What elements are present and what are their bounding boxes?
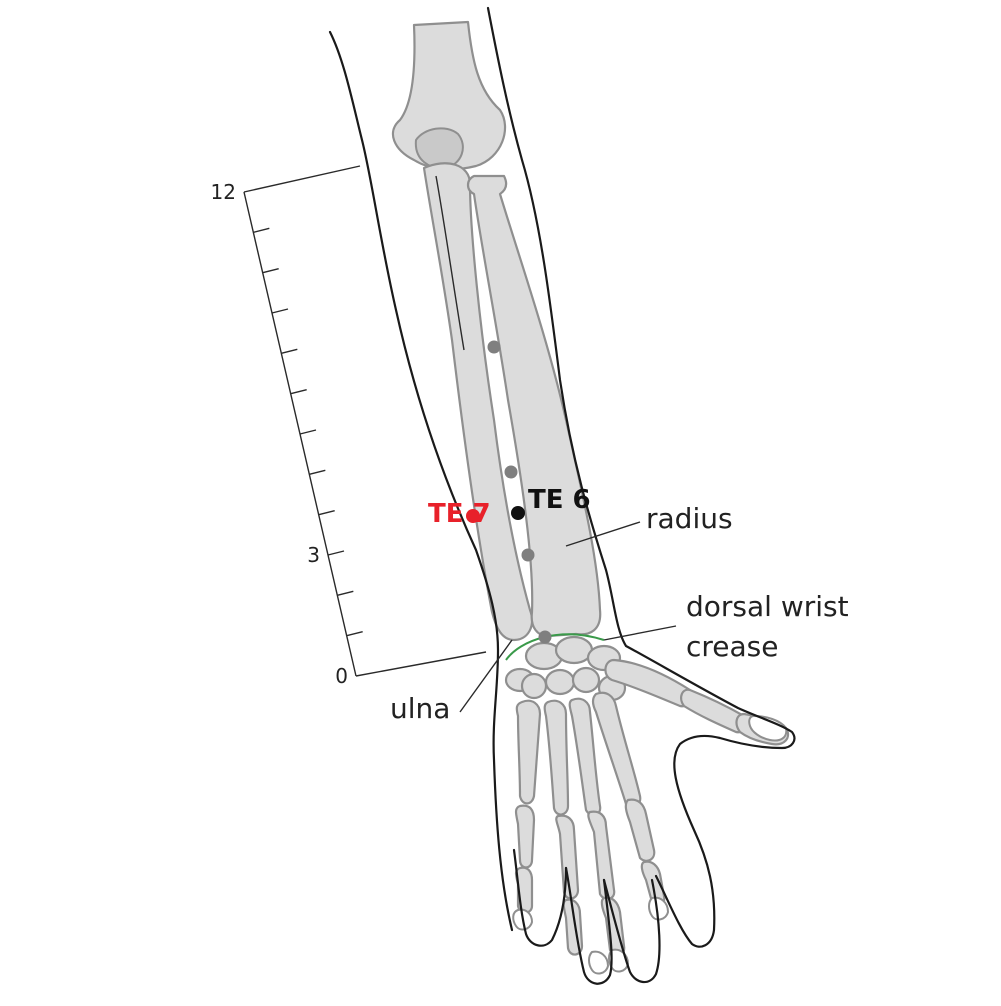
scale-tick	[346, 630, 363, 637]
scale-tick	[253, 227, 270, 234]
index-nail	[648, 896, 670, 921]
te6-label: TE 6	[528, 485, 591, 515]
finger-gap-3	[512, 848, 568, 947]
acupoint-te5	[521, 548, 535, 562]
te7-label: TE 7	[428, 499, 491, 529]
cun-scale: 0 3 12	[211, 165, 487, 688]
bones	[391, 20, 790, 975]
thumb-nail	[748, 714, 788, 742]
little-finger-bones	[512, 699, 542, 931]
scale-tick	[299, 429, 317, 435]
acupoint-te8	[504, 465, 518, 479]
scale-tick	[309, 469, 326, 476]
scale-tick-label: 0	[335, 664, 348, 688]
index-finger-bones	[591, 691, 670, 921]
scale-tick	[262, 267, 279, 274]
scale-tick	[271, 308, 289, 314]
scale-tick-label: 3	[307, 543, 320, 567]
radius-leader	[565, 521, 641, 547]
text-labels: TE 7 TE 6 radius dorsal wrist crease uln…	[390, 485, 849, 725]
acupoint-te7	[466, 509, 480, 523]
crease-label-line2: crease	[686, 630, 779, 663]
ulna-label: ulna	[390, 692, 450, 725]
thumb-bones	[604, 658, 790, 746]
skin-outline	[328, 6, 796, 985]
arm-outline-right	[486, 6, 796, 948]
scale-top-line	[243, 165, 361, 193]
acupoints	[466, 340, 552, 644]
ulna-groove	[435, 175, 465, 351]
acupoint-te4	[538, 630, 552, 644]
ring-finger-bones	[543, 699, 610, 975]
ring-nail	[588, 950, 610, 975]
arm-outline-left	[328, 30, 514, 932]
scale-tick	[290, 388, 307, 395]
scale-bottom-line	[355, 651, 487, 677]
leader-lines	[459, 521, 677, 713]
scale-tick	[327, 550, 345, 556]
ulna-leader	[459, 639, 513, 713]
crease-label-line1: dorsal wrist	[686, 590, 849, 623]
scale-tick-label: 12	[211, 180, 236, 204]
finger-gap-1	[602, 878, 661, 984]
scale-tick	[337, 590, 354, 597]
acupoint-te9	[487, 340, 501, 354]
olecranon	[414, 127, 464, 170]
crease-leader	[603, 625, 677, 641]
acupoint-te6	[511, 506, 525, 520]
finger-gap-2	[564, 866, 613, 985]
scale-tick	[281, 348, 298, 355]
radius-label: radius	[646, 502, 733, 535]
scale-tick	[318, 509, 335, 516]
carpal-bones	[504, 635, 627, 702]
ulna-bone	[422, 162, 534, 642]
